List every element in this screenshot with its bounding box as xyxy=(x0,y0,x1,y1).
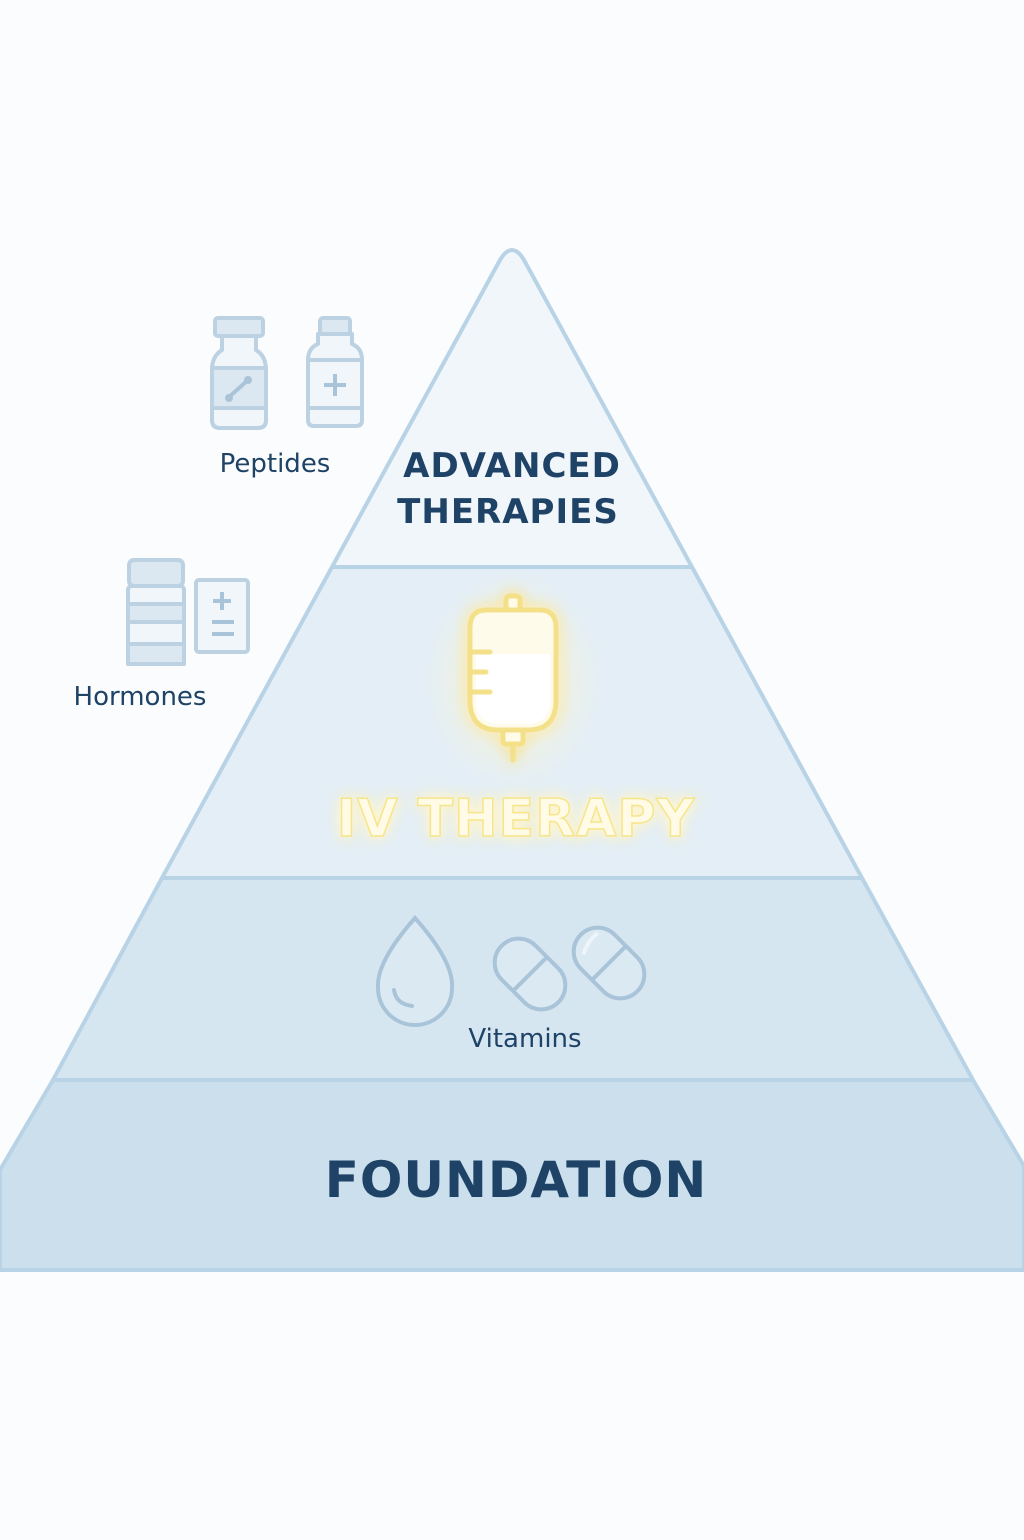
medicine-bottle-icon xyxy=(306,316,364,428)
foundation-label: FOUNDATION xyxy=(325,1151,708,1209)
hormone-jar-icon xyxy=(126,558,186,666)
peptides-label: Peptides xyxy=(220,449,331,479)
water-drop-icon xyxy=(375,914,455,1027)
capsule-icon-2 xyxy=(571,925,647,1001)
advanced-therapies-label-line1: ADVANCED xyxy=(403,446,621,486)
iv-bag-icon xyxy=(467,593,559,763)
iv-therapy-label: IV THERAPY xyxy=(337,789,696,849)
prescription-icon xyxy=(194,578,250,654)
vitamins-label: Vitamins xyxy=(468,1024,581,1054)
advanced-therapies-label-line2: THERAPIES xyxy=(397,492,619,532)
tier-advanced-therapies xyxy=(330,248,694,569)
hormones-label: Hormones xyxy=(74,682,207,712)
peptide-vial-icon xyxy=(210,316,268,430)
capsule-icon xyxy=(492,936,568,1012)
